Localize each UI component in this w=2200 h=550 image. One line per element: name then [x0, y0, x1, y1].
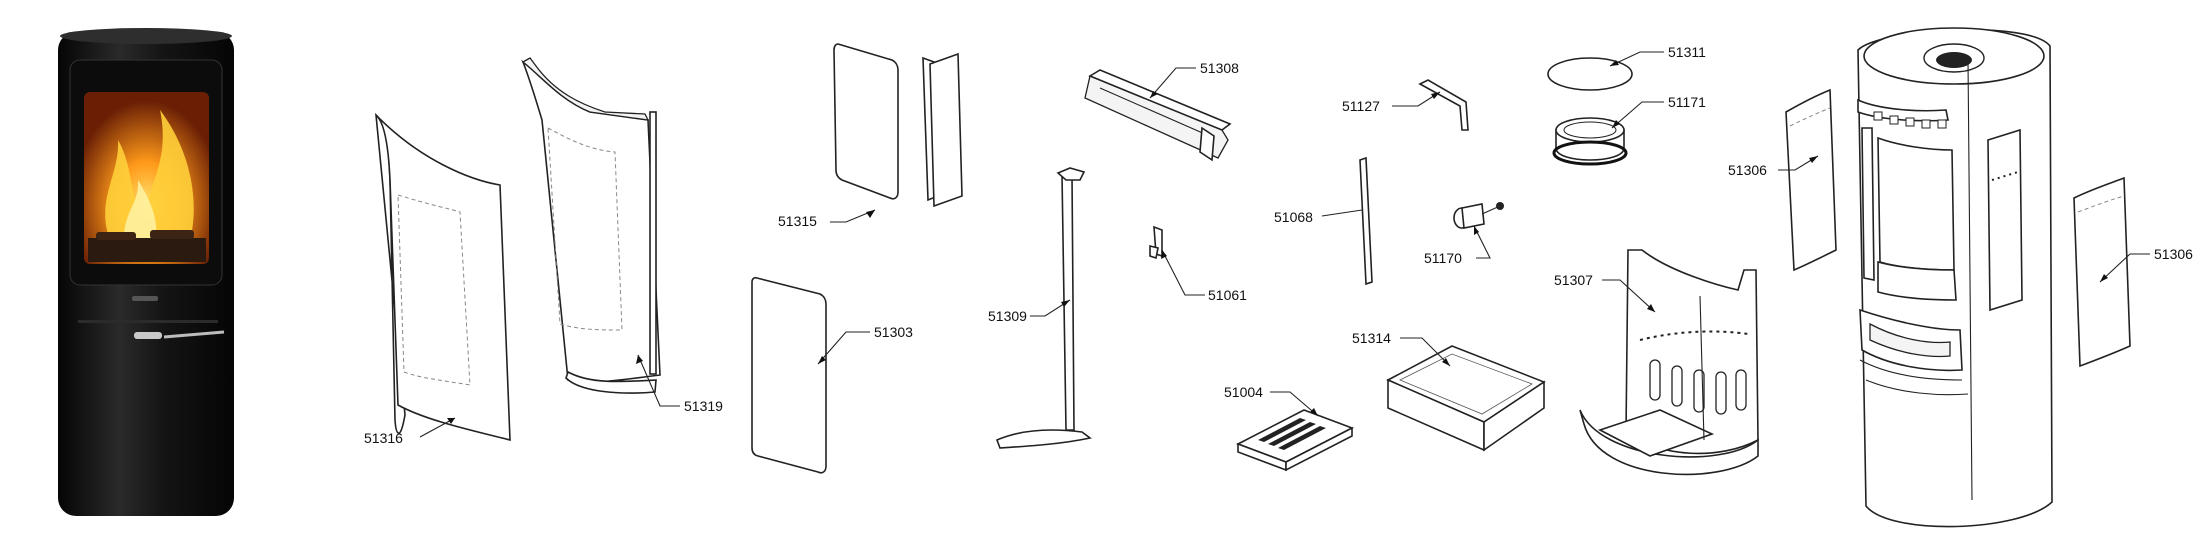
label-51068: 51068	[1274, 209, 1313, 225]
door-handle	[134, 330, 225, 339]
label-51306-left: 51306	[1728, 162, 1767, 178]
label-51308: 51308	[1200, 60, 1239, 76]
leader-51315	[830, 209, 876, 223]
part-51170: 51170	[1424, 202, 1504, 266]
leader-51308	[1149, 67, 1196, 99]
part-51314: 51314	[1352, 330, 1546, 452]
leader-51319	[636, 354, 680, 407]
part-51307: 51307	[1554, 249, 1759, 476]
part-51303: 51303	[751, 276, 913, 474]
leader-51171	[1611, 101, 1664, 129]
leader-51127	[1392, 91, 1441, 107]
label-51004: 51004	[1224, 384, 1263, 400]
leader-51170	[1473, 225, 1491, 259]
part-51127: 51127	[1342, 79, 1469, 131]
assembled-stove-drawing	[1857, 27, 2053, 528]
part-51061: 51061	[1149, 225, 1247, 303]
part-51311: 51311	[1547, 44, 1706, 91]
part-51171: 51171	[1552, 94, 1706, 166]
label-51170: 51170	[1424, 250, 1462, 266]
leader-51303	[817, 331, 870, 365]
label-51307: 51307	[1554, 272, 1593, 288]
part-51068: 51068	[1274, 156, 1373, 286]
label-51311: 51311	[1668, 44, 1706, 60]
stove-product-photo	[58, 28, 234, 516]
part-51004: 51004	[1224, 384, 1354, 472]
leader-51306-left	[1778, 155, 1819, 171]
part-51308: 51308	[1084, 60, 1239, 162]
label-51061: 51061	[1208, 287, 1247, 303]
leader-51068	[1321, 209, 1363, 217]
part-51306-left: 51306	[1728, 88, 1837, 272]
leader-51307	[1602, 279, 1656, 313]
leader-51311	[1609, 51, 1664, 67]
leader-51004	[1270, 391, 1319, 417]
part-51319: 51319	[521, 57, 723, 414]
label-51127: 51127	[1342, 98, 1380, 114]
leader-51309	[1030, 299, 1071, 317]
label-51303: 51303	[874, 324, 913, 340]
part-51309: 51309	[988, 167, 1092, 449]
part-51306-right: 51306	[2073, 176, 2193, 368]
leader-51306-right	[2099, 253, 2150, 283]
label-51315: 51315	[778, 213, 817, 229]
leader-51314	[1400, 337, 1451, 367]
part-51316: 51316	[364, 112, 511, 446]
fire-window	[84, 92, 209, 264]
label-51306-right: 51306	[2154, 246, 2193, 262]
label-51309: 51309	[988, 308, 1027, 324]
label-51319: 51319	[684, 398, 723, 414]
part-51315: 51315	[778, 43, 963, 229]
leader-51316	[419, 417, 456, 438]
label-51314: 51314	[1352, 330, 1391, 346]
label-51316: 51316	[364, 430, 403, 446]
label-51171: 51171	[1668, 94, 1706, 110]
leader-51061	[1161, 249, 1205, 296]
